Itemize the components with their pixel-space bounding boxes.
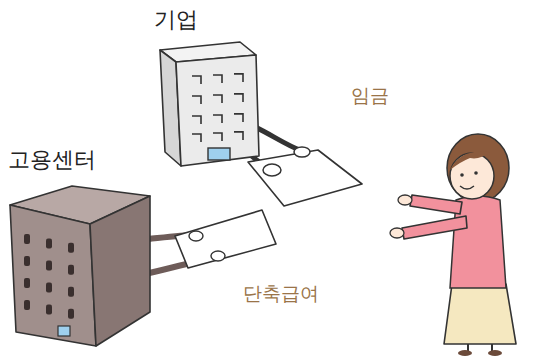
window [46,260,52,270]
building-name: 고용센터 [4,146,100,174]
window [24,300,30,310]
bangs [450,151,490,170]
paper-label: 임금 [348,84,392,107]
person [390,134,516,356]
building-outline [4,146,164,352]
window [192,134,201,142]
door [208,148,230,160]
leg [467,344,469,351]
building-drawing [10,186,276,346]
shoe [458,350,472,356]
eye [474,171,478,175]
building-side [90,196,150,346]
window [24,256,30,266]
sleeve [402,216,467,239]
window [192,116,201,124]
building-name: 기업 [150,6,202,34]
company-building: 기업 [150,6,275,174]
mouth [460,186,474,189]
hand [211,251,225,261]
building-front [10,205,96,346]
wage-paper [248,150,362,206]
window [234,74,243,82]
hand [398,195,412,205]
window [46,282,52,292]
window [68,243,74,253]
hand [294,147,310,157]
window [24,278,30,288]
window [46,304,52,314]
window [192,96,201,104]
door [58,326,70,336]
hair [447,134,509,202]
hand [189,231,203,241]
window [192,76,201,84]
benefit-paper [175,210,276,268]
building-drawing [160,42,362,206]
window [68,265,74,275]
sleeve [410,195,462,214]
window [68,309,74,319]
window [234,132,243,140]
hand [263,164,281,176]
window [234,94,243,102]
skirt [444,284,516,344]
paper-label: 단축급여 [240,282,322,305]
window [46,238,52,248]
hand [390,228,404,238]
eye [460,173,464,177]
employment-center-building: 고용센터 [4,146,164,352]
leg [491,344,493,351]
window [213,133,222,141]
window [24,234,30,244]
building-front [176,55,259,166]
window [213,115,222,123]
shoe [488,350,502,356]
window [213,95,222,103]
window [234,114,243,122]
face [450,153,494,199]
window [68,287,74,297]
window [213,75,222,83]
